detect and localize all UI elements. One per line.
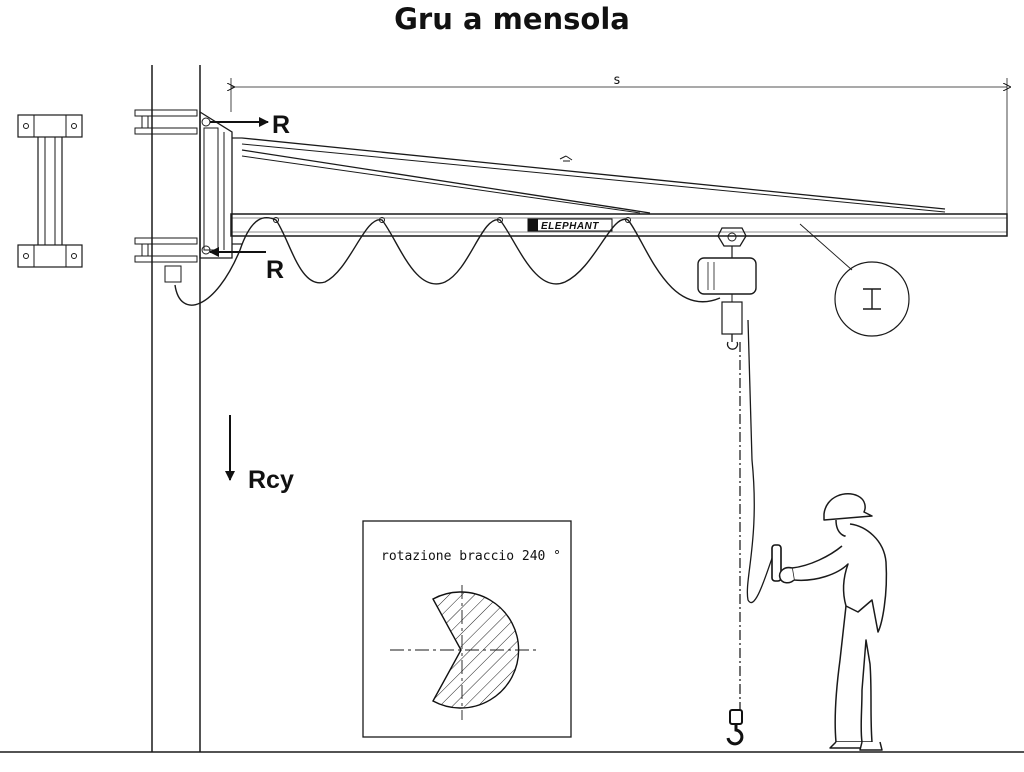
- reaction-label-bottom: R: [266, 256, 284, 284]
- brand-plate: [527, 218, 613, 232]
- trolley: [717, 227, 747, 247]
- rotation-label: rotazione braccio 240 °: [381, 549, 561, 564]
- vertical-reaction-label: Rcy: [248, 466, 294, 494]
- load-hook: [726, 709, 744, 746]
- pendant-control: [771, 544, 782, 582]
- reaction-label-top: R: [272, 111, 290, 139]
- boom-beam: [230, 213, 1008, 237]
- electric-hoist: [697, 246, 757, 350]
- pendant-cable: [746, 319, 777, 604]
- support-column: [151, 65, 201, 752]
- rotation-inset: [362, 520, 572, 738]
- festoon-cable: [174, 216, 721, 306]
- beam-section-callout: [799, 223, 910, 337]
- junction-box: [164, 265, 182, 283]
- wall-clamp-top: [134, 109, 198, 135]
- operator-figure: [778, 493, 888, 751]
- span-dimension: [231, 78, 1007, 236]
- bracket-side-view: [17, 114, 83, 268]
- page-title: Gru a mensola: [394, 2, 630, 36]
- wall-clamp-bottom: [134, 237, 198, 263]
- cable-hangers: [273, 217, 631, 223]
- brand-label: ELEPHANT: [541, 221, 599, 232]
- tie-rods: [241, 137, 946, 214]
- span-label: s: [613, 73, 621, 88]
